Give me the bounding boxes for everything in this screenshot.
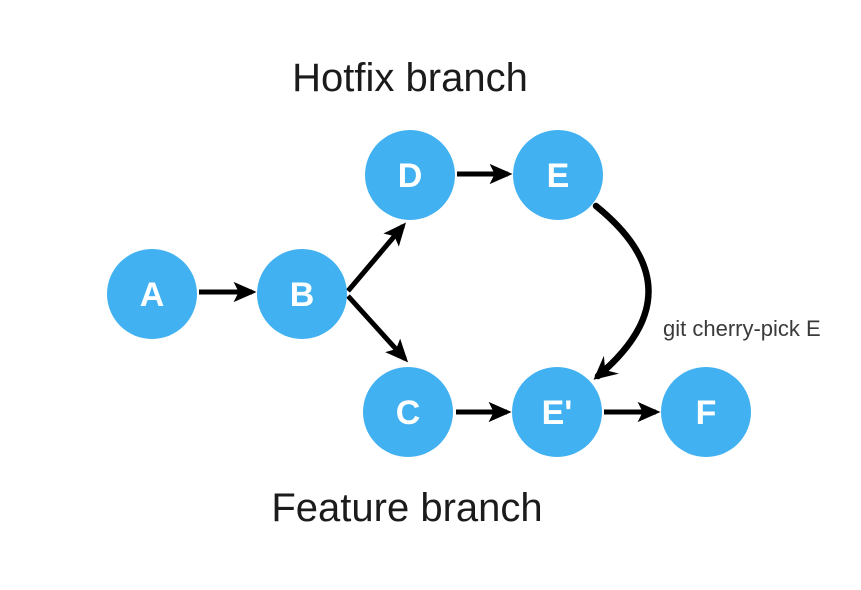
cherry-pick-annotation: git cherry-pick E: [663, 316, 821, 341]
feature-branch-title: Feature branch: [271, 486, 542, 530]
edge-E-to-E2: [592, 202, 652, 380]
commit-circle-E: [513, 130, 603, 220]
commit-label-F: F: [696, 394, 717, 432]
commit-node-B: B: [257, 249, 347, 339]
edge-B-to-D: [346, 222, 406, 293]
commit-node-E: E: [513, 130, 603, 220]
commit-circle-B: [257, 249, 347, 339]
commit-circle-A: [107, 249, 197, 339]
nodes-layer: A B D E C E' F: [107, 130, 751, 457]
commit-node-E2: E': [512, 367, 602, 457]
commit-label-A: A: [140, 276, 165, 314]
commit-node-A: A: [107, 249, 197, 339]
commit-node-F: F: [661, 367, 751, 457]
commit-label-C: C: [396, 394, 421, 432]
commit-circle-F: [661, 367, 751, 457]
edge-B-to-C: [346, 294, 409, 363]
commit-label-D: D: [398, 157, 423, 195]
edges-layer: [199, 163, 661, 423]
commit-label-B: B: [290, 276, 315, 314]
commit-circle-D: [365, 130, 455, 220]
commit-label-E: E: [547, 157, 570, 195]
commit-node-C: C: [363, 367, 453, 457]
hotfix-branch-title: Hotfix branch: [292, 56, 528, 100]
commit-circle-E2: [512, 367, 602, 457]
commit-label-E2: E': [542, 394, 573, 432]
commit-node-D: D: [365, 130, 455, 220]
commit-circle-C: [363, 367, 453, 457]
